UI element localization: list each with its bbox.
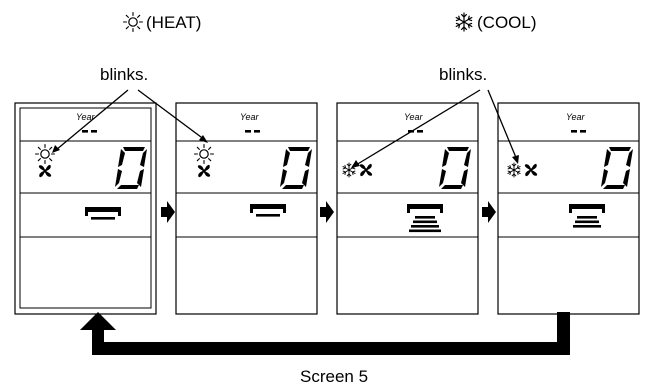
sun-icon (122, 11, 144, 33)
year-label: Year (76, 112, 96, 122)
air-conditioner-icon (407, 204, 443, 233)
year-value (571, 130, 586, 133)
blink-pointer-left (55, 89, 206, 151)
blinks-label-left: blinks. (100, 65, 148, 84)
snowflake-icon (455, 12, 473, 32)
panel-3: Year (336, 102, 479, 315)
blink-pointer-right (355, 89, 518, 166)
arrowhead (512, 155, 519, 164)
arrowhead (351, 160, 360, 168)
cool-label-group: (COOL) (455, 12, 537, 32)
return-loop-arrow (80, 312, 570, 355)
right-arrow-icon (320, 201, 334, 223)
cool-label: (COOL) (477, 13, 537, 32)
air-conditioner-icon (569, 204, 605, 228)
heat-label: (HEAT) (146, 13, 201, 32)
panel-1: Year (14, 102, 157, 315)
right-arrow-icon (161, 201, 175, 223)
air-conditioner-icon (250, 204, 286, 217)
year-label: Year (566, 112, 586, 122)
panel-frame (497, 102, 640, 315)
panel-4: Year (497, 102, 640, 315)
heat-label-group: (HEAT) (122, 11, 201, 33)
screen-caption: Screen 5 (300, 367, 368, 386)
air-conditioner-icon (85, 207, 121, 220)
arrowhead (199, 135, 208, 143)
panel-inner-frame (19, 107, 152, 309)
year-value (245, 130, 260, 133)
panel-frame (175, 102, 318, 315)
year-label: Year (240, 112, 260, 122)
blinks-label-right: blinks. (439, 65, 487, 84)
year-value (82, 130, 97, 133)
panel-2: Year (175, 102, 318, 315)
right-arrow-icon (482, 201, 496, 223)
year-label: Year (404, 112, 424, 122)
arrowhead (52, 145, 60, 153)
